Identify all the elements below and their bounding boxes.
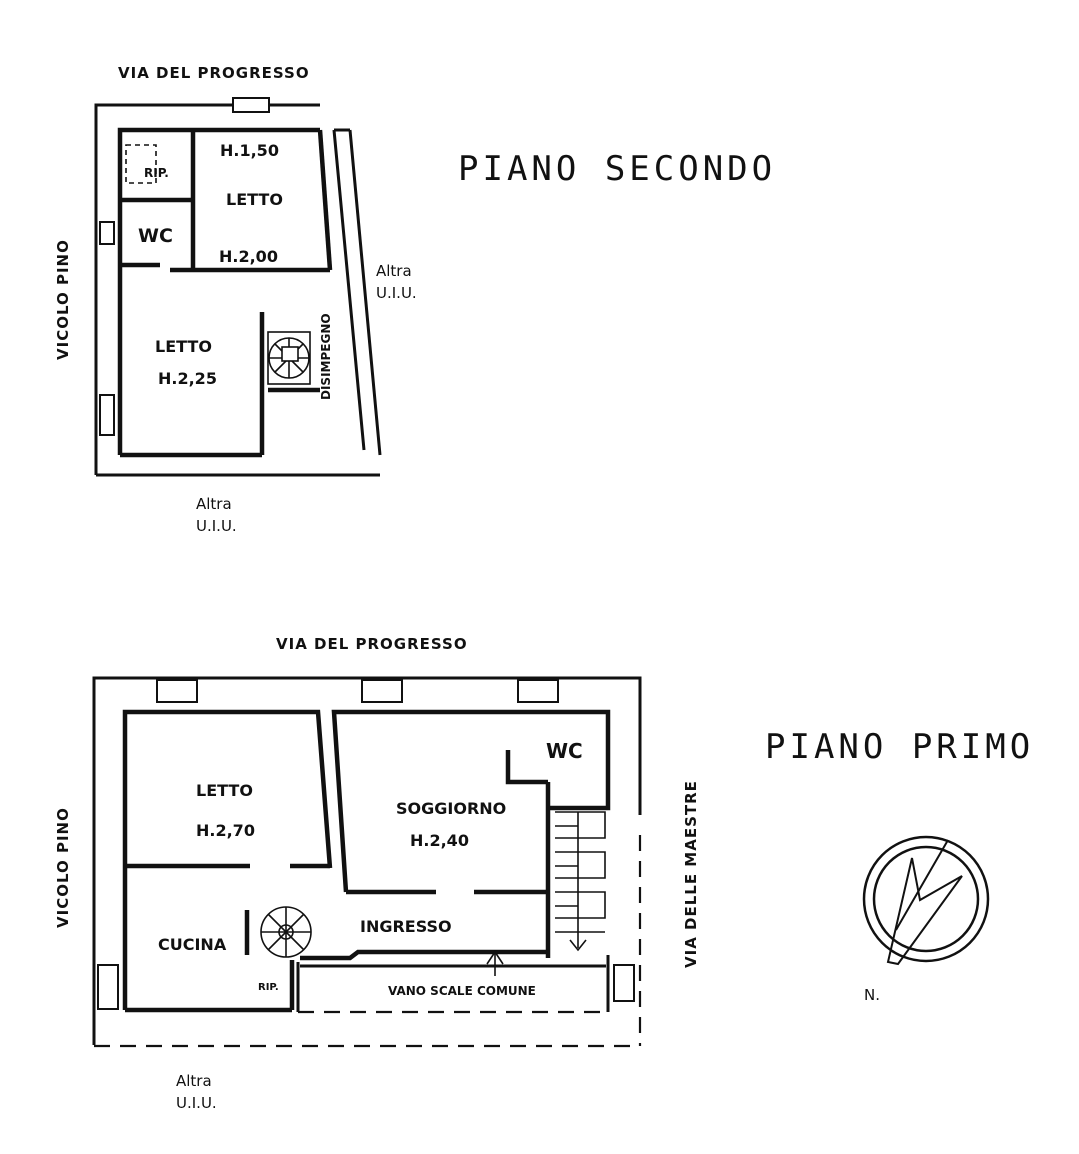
second-floor-spiral-stair-icon — [267, 331, 311, 385]
first-floor-street-right: VIA DELLE MAESTRE — [682, 780, 700, 968]
second-floor-letto-height-top: H.1,50 — [220, 141, 279, 160]
second-floor-letto-big-height: H.2,25 — [158, 369, 217, 388]
second-floor-wc-label: WC — [138, 225, 173, 247]
first-floor-ingresso-label: INGRESSO — [360, 917, 452, 936]
first-floor-letto-height: H.2,70 — [196, 821, 255, 840]
first-floor-rip-label: RIP. — [258, 982, 279, 993]
first-floor-soggiorno-height: H.2,40 — [410, 831, 469, 850]
first-floor-stair-icon — [555, 811, 606, 952]
first-floor-street-top: VIA DEL PROGRESSO — [276, 635, 468, 653]
first-floor-entrance-arrow-icon — [486, 950, 504, 976]
second-floor-letto-height-bottom: H.2,00 — [219, 247, 278, 266]
first-floor-wc-label: WC — [546, 739, 583, 763]
second-floor-letto-small-label: LETTO — [226, 190, 283, 209]
first-floor-spiral-stair-icon — [260, 906, 312, 958]
first-floor-window-2 — [361, 679, 403, 703]
second-floor-rip-label: RIP. — [144, 166, 169, 180]
second-floor-neighbor-right-line1: Altra — [376, 262, 412, 280]
second-floor-window-left-2 — [99, 394, 115, 436]
first-floor-window-right — [613, 964, 635, 1002]
first-floor-street-left: VICOLO PINO — [54, 807, 72, 928]
second-floor-inner-wall — [117, 127, 320, 455]
first-floor-vano-scale-label: VANO SCALE COMUNE — [388, 984, 536, 998]
first-floor-soggiorno-label: SOGGIORNO — [396, 799, 506, 818]
first-floor-window-1 — [156, 679, 198, 703]
second-floor-right-wall — [348, 129, 382, 456]
second-floor-neighbor-bottom-line1: Altra — [196, 495, 232, 513]
first-floor-window-left — [97, 964, 119, 1010]
first-floor-letto-label: LETTO — [196, 781, 253, 800]
first-floor-neighbor-bottom-line1: Altra — [176, 1072, 212, 1090]
second-floor-letto-big-label: LETTO — [155, 337, 212, 356]
first-floor-plan: VIA DEL PROGRESSO VICOLO PINO VIA DELLE … — [54, 635, 1034, 1112]
first-floor-cucina-label: CUCINA — [158, 935, 227, 954]
first-floor-outer-wall — [92, 676, 642, 1045]
first-floor-soggiorno-walls — [331, 709, 611, 893]
second-floor-neighbor-bottom-line2: U.I.U. — [196, 517, 237, 535]
second-floor-window-top — [232, 97, 270, 113]
second-floor-neighbor-right-line2: U.I.U. — [376, 284, 417, 302]
second-floor-plan: VIA DEL PROGRESSO VICOLO PINO PIANO SECO… — [54, 64, 776, 535]
second-floor-street-top: VIA DEL PROGRESSO — [118, 64, 310, 82]
second-floor-rip-box — [125, 144, 157, 184]
first-floor-window-3 — [517, 679, 559, 703]
second-floor-outer-wall — [94, 103, 320, 475]
north-compass-icon: N. — [862, 835, 990, 1004]
first-floor-neighbor-bottom-line2: U.I.U. — [176, 1094, 217, 1112]
compass-north-label: N. — [864, 986, 880, 1004]
first-floor-letto-walls — [122, 709, 333, 1010]
second-floor-disimpegno-label: DISIMPEGNO — [319, 313, 333, 400]
second-floor-street-left: VICOLO PINO — [54, 239, 72, 360]
first-floor-title: PIANO PRIMO — [765, 727, 1034, 767]
first-floor-ingresso-wall — [300, 949, 548, 961]
second-floor-title: PIANO SECONDO — [458, 149, 776, 189]
second-floor-window-left — [99, 221, 115, 245]
